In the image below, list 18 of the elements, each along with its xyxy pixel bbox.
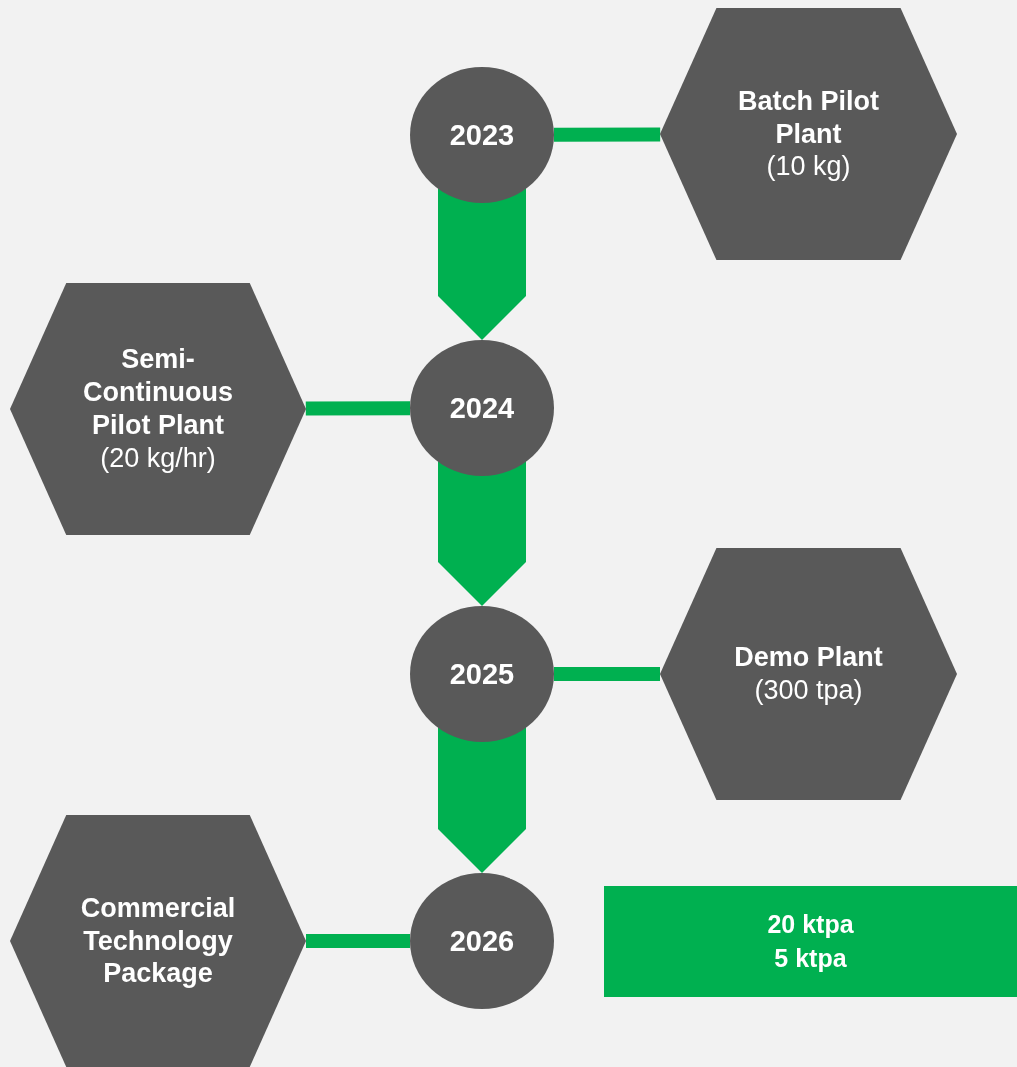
connector-line bbox=[305, 401, 411, 416]
capacity-text: (300 tpa) bbox=[754, 674, 863, 707]
capacity-text: 20 ktpa bbox=[767, 908, 854, 940]
stage-title: Semi-Continuous Pilot Plant bbox=[82, 343, 234, 442]
capacity-text: 5 ktpa bbox=[774, 942, 847, 974]
stage-title: Batch Pilot Plant bbox=[737, 84, 880, 151]
connector-line bbox=[553, 127, 661, 142]
year-label: 2025 bbox=[449, 657, 515, 691]
stage-title: Demo Plant bbox=[734, 641, 883, 674]
connector-line bbox=[554, 667, 660, 681]
connector-line bbox=[306, 934, 410, 948]
year-label: 2024 bbox=[449, 391, 515, 425]
capacity-text: (10 kg) bbox=[766, 150, 851, 184]
year-label: 2023 bbox=[449, 118, 515, 152]
stage-title: Commercial Technology Package bbox=[79, 891, 237, 991]
year-label: 2026 bbox=[449, 924, 515, 958]
capacity-text: (20 kg/hr) bbox=[100, 441, 216, 475]
highlight-box bbox=[604, 886, 1017, 997]
